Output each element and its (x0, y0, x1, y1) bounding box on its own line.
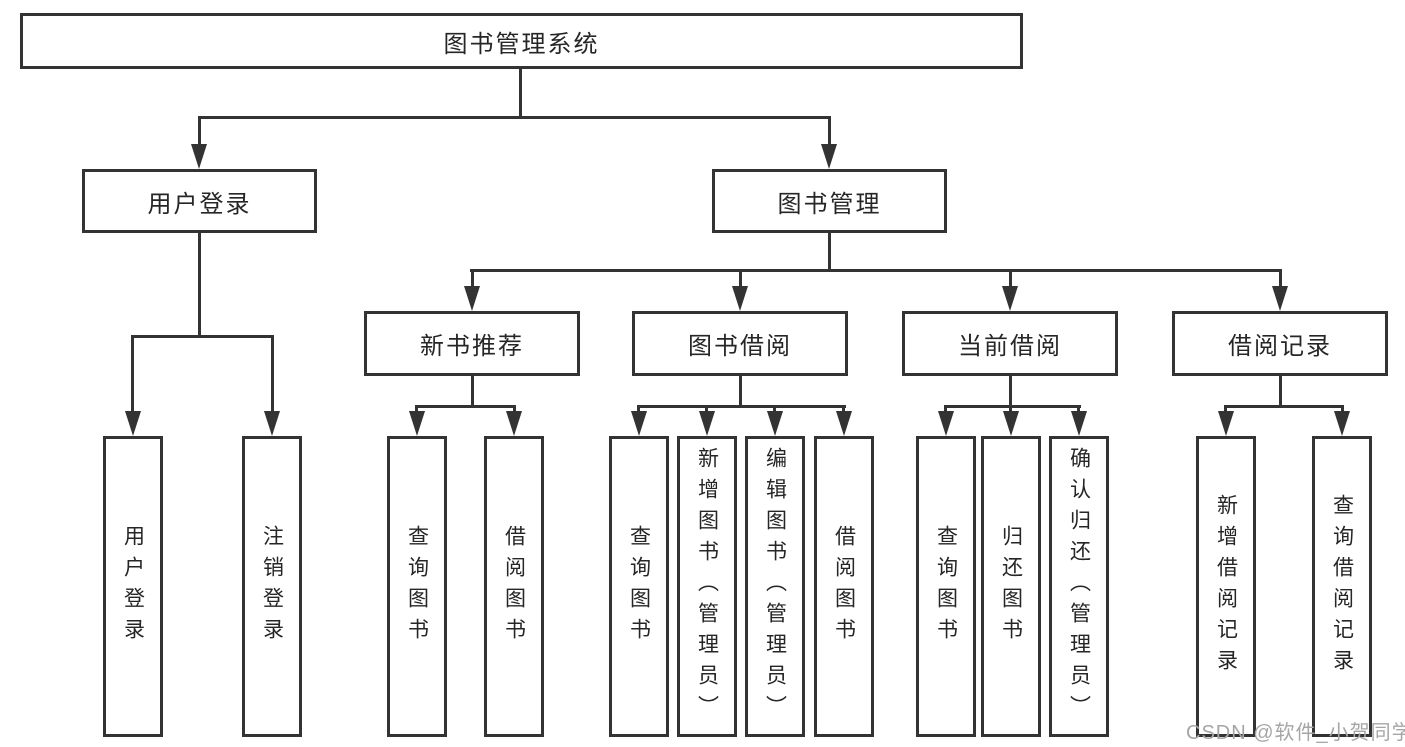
node-label: 图书管理系统 (443, 30, 600, 58)
connector-arrow-stem (1009, 405, 1012, 413)
connector-group-hbar (944, 405, 1081, 408)
node-label: 新增图书（管理员） (695, 447, 719, 726)
node-label: 图书管理 (777, 190, 882, 218)
node-leaf-confirm-return-admin: 确认归还（管理员） (1049, 436, 1109, 737)
node-label: 当前借阅 (958, 333, 1062, 360)
node-label: 新增借阅记录 (1214, 493, 1238, 680)
node-leaf-borrow-books-2: 借阅图书 (814, 436, 874, 737)
connector-book-mgmt-stem (828, 233, 831, 272)
connector-group-stem (471, 376, 474, 408)
node-book-management: 图书管理 (712, 169, 947, 233)
node-label: 查询图书 (627, 524, 651, 649)
arrow-down-icon (1334, 411, 1350, 436)
connector-level3-hbar (470, 269, 1282, 272)
node-leaf-logout: 注销登录 (242, 436, 302, 737)
node-label: 查询借阅记录 (1330, 493, 1354, 680)
arrow-down-icon (699, 411, 715, 436)
node-label: 查询图书 (405, 524, 429, 649)
node-leaf-borrow-books-1: 借阅图书 (484, 436, 544, 737)
connector-group-hbar (637, 405, 846, 408)
arrow-down-icon (264, 411, 280, 436)
connector-group-hbar (1224, 405, 1344, 408)
node-book-borrow: 图书借阅 (632, 311, 848, 376)
arrow-down-icon (732, 286, 748, 311)
node-borrow-records: 借阅记录 (1172, 311, 1388, 376)
node-leaf-return-book: 归还图书 (981, 436, 1041, 737)
node-label: 新书推荐 (420, 333, 524, 360)
arrow-down-icon (409, 411, 425, 436)
node-user-login: 用户登录 (82, 169, 317, 233)
node-label: 注销登录 (260, 524, 284, 649)
arrow-down-icon (1002, 286, 1018, 311)
connector-arrow-stem (828, 116, 831, 148)
connector-arrow-stem (1009, 269, 1012, 290)
node-leaf-add-book-admin: 新增图书（管理员） (677, 436, 737, 737)
node-label: 用户登录 (147, 190, 252, 218)
arrow-down-icon (1272, 286, 1288, 311)
node-label: 查询图书 (934, 524, 958, 649)
arrow-down-icon (506, 411, 522, 436)
node-library-management-system: 图书管理系统 (20, 13, 1023, 69)
node-leaf-query-books-3: 查询图书 (916, 436, 976, 737)
arrow-down-icon (821, 144, 837, 169)
connector-group-stem (1279, 376, 1282, 408)
connector-arrow-stem (1224, 405, 1227, 413)
arrow-down-icon (631, 411, 647, 436)
connector-group-stem (739, 376, 742, 408)
arrow-down-icon (191, 144, 207, 169)
node-label: 归还图书 (999, 524, 1023, 649)
arrow-down-icon (767, 411, 783, 436)
connector-arrow-stem (1341, 405, 1344, 413)
arrow-down-icon (125, 411, 141, 436)
connector-user-login-hbar (131, 335, 274, 338)
connector-group-stem (1009, 376, 1012, 408)
node-leaf-user-login: 用户登录 (103, 436, 163, 737)
arrow-down-icon (1071, 411, 1087, 436)
node-new-book-recommend: 新书推荐 (364, 311, 580, 376)
arrow-down-icon (836, 411, 852, 436)
connector-arrow-stem (471, 269, 474, 290)
connector-arrow-stem (198, 116, 201, 148)
connector-arrow-stem (513, 405, 516, 413)
node-label: 编辑图书（管理员） (763, 447, 787, 726)
arrow-down-icon (464, 286, 480, 311)
node-label: 借阅图书 (832, 524, 856, 649)
connector-arrow-stem (773, 405, 776, 413)
connector-arrow-stem (944, 405, 947, 413)
connector-arrow-stem (842, 405, 845, 413)
connector-arrow-stem (1077, 405, 1080, 413)
node-label: 图书借阅 (688, 333, 792, 360)
node-leaf-add-borrow-record: 新增借阅记录 (1196, 436, 1256, 737)
connector-arrow-stem (637, 405, 640, 413)
connector-arrow-stem (739, 269, 742, 290)
connector-arrow-stem (271, 335, 274, 414)
connector-arrow-stem (131, 335, 134, 414)
connector-root-stem (519, 68, 522, 119)
arrow-down-icon (938, 411, 954, 436)
arrow-down-icon (1003, 411, 1019, 436)
node-current-borrow: 当前借阅 (902, 311, 1118, 376)
node-leaf-edit-book-admin: 编辑图书（管理员） (745, 436, 805, 737)
node-leaf-query-borrow-record: 查询借阅记录 (1312, 436, 1372, 737)
connector-arrow-stem (1279, 269, 1282, 290)
arrow-down-icon (1218, 411, 1234, 436)
connector-arrow-stem (705, 405, 708, 413)
node-label: 用户登录 (121, 524, 145, 649)
node-leaf-query-books-2: 查询图书 (609, 436, 669, 737)
connector-user-login-stem (198, 233, 201, 338)
connector-root-hbar (198, 116, 831, 119)
connector-group-hbar (415, 405, 516, 408)
node-leaf-query-books-1: 查询图书 (387, 436, 447, 737)
watermark-text: CSDN @软件_小贺同学 (1186, 722, 1405, 744)
node-label: 确认归还（管理员） (1067, 447, 1091, 726)
node-label: 借阅图书 (502, 524, 526, 649)
connector-arrow-stem (415, 405, 418, 413)
node-label: 借阅记录 (1228, 333, 1332, 360)
